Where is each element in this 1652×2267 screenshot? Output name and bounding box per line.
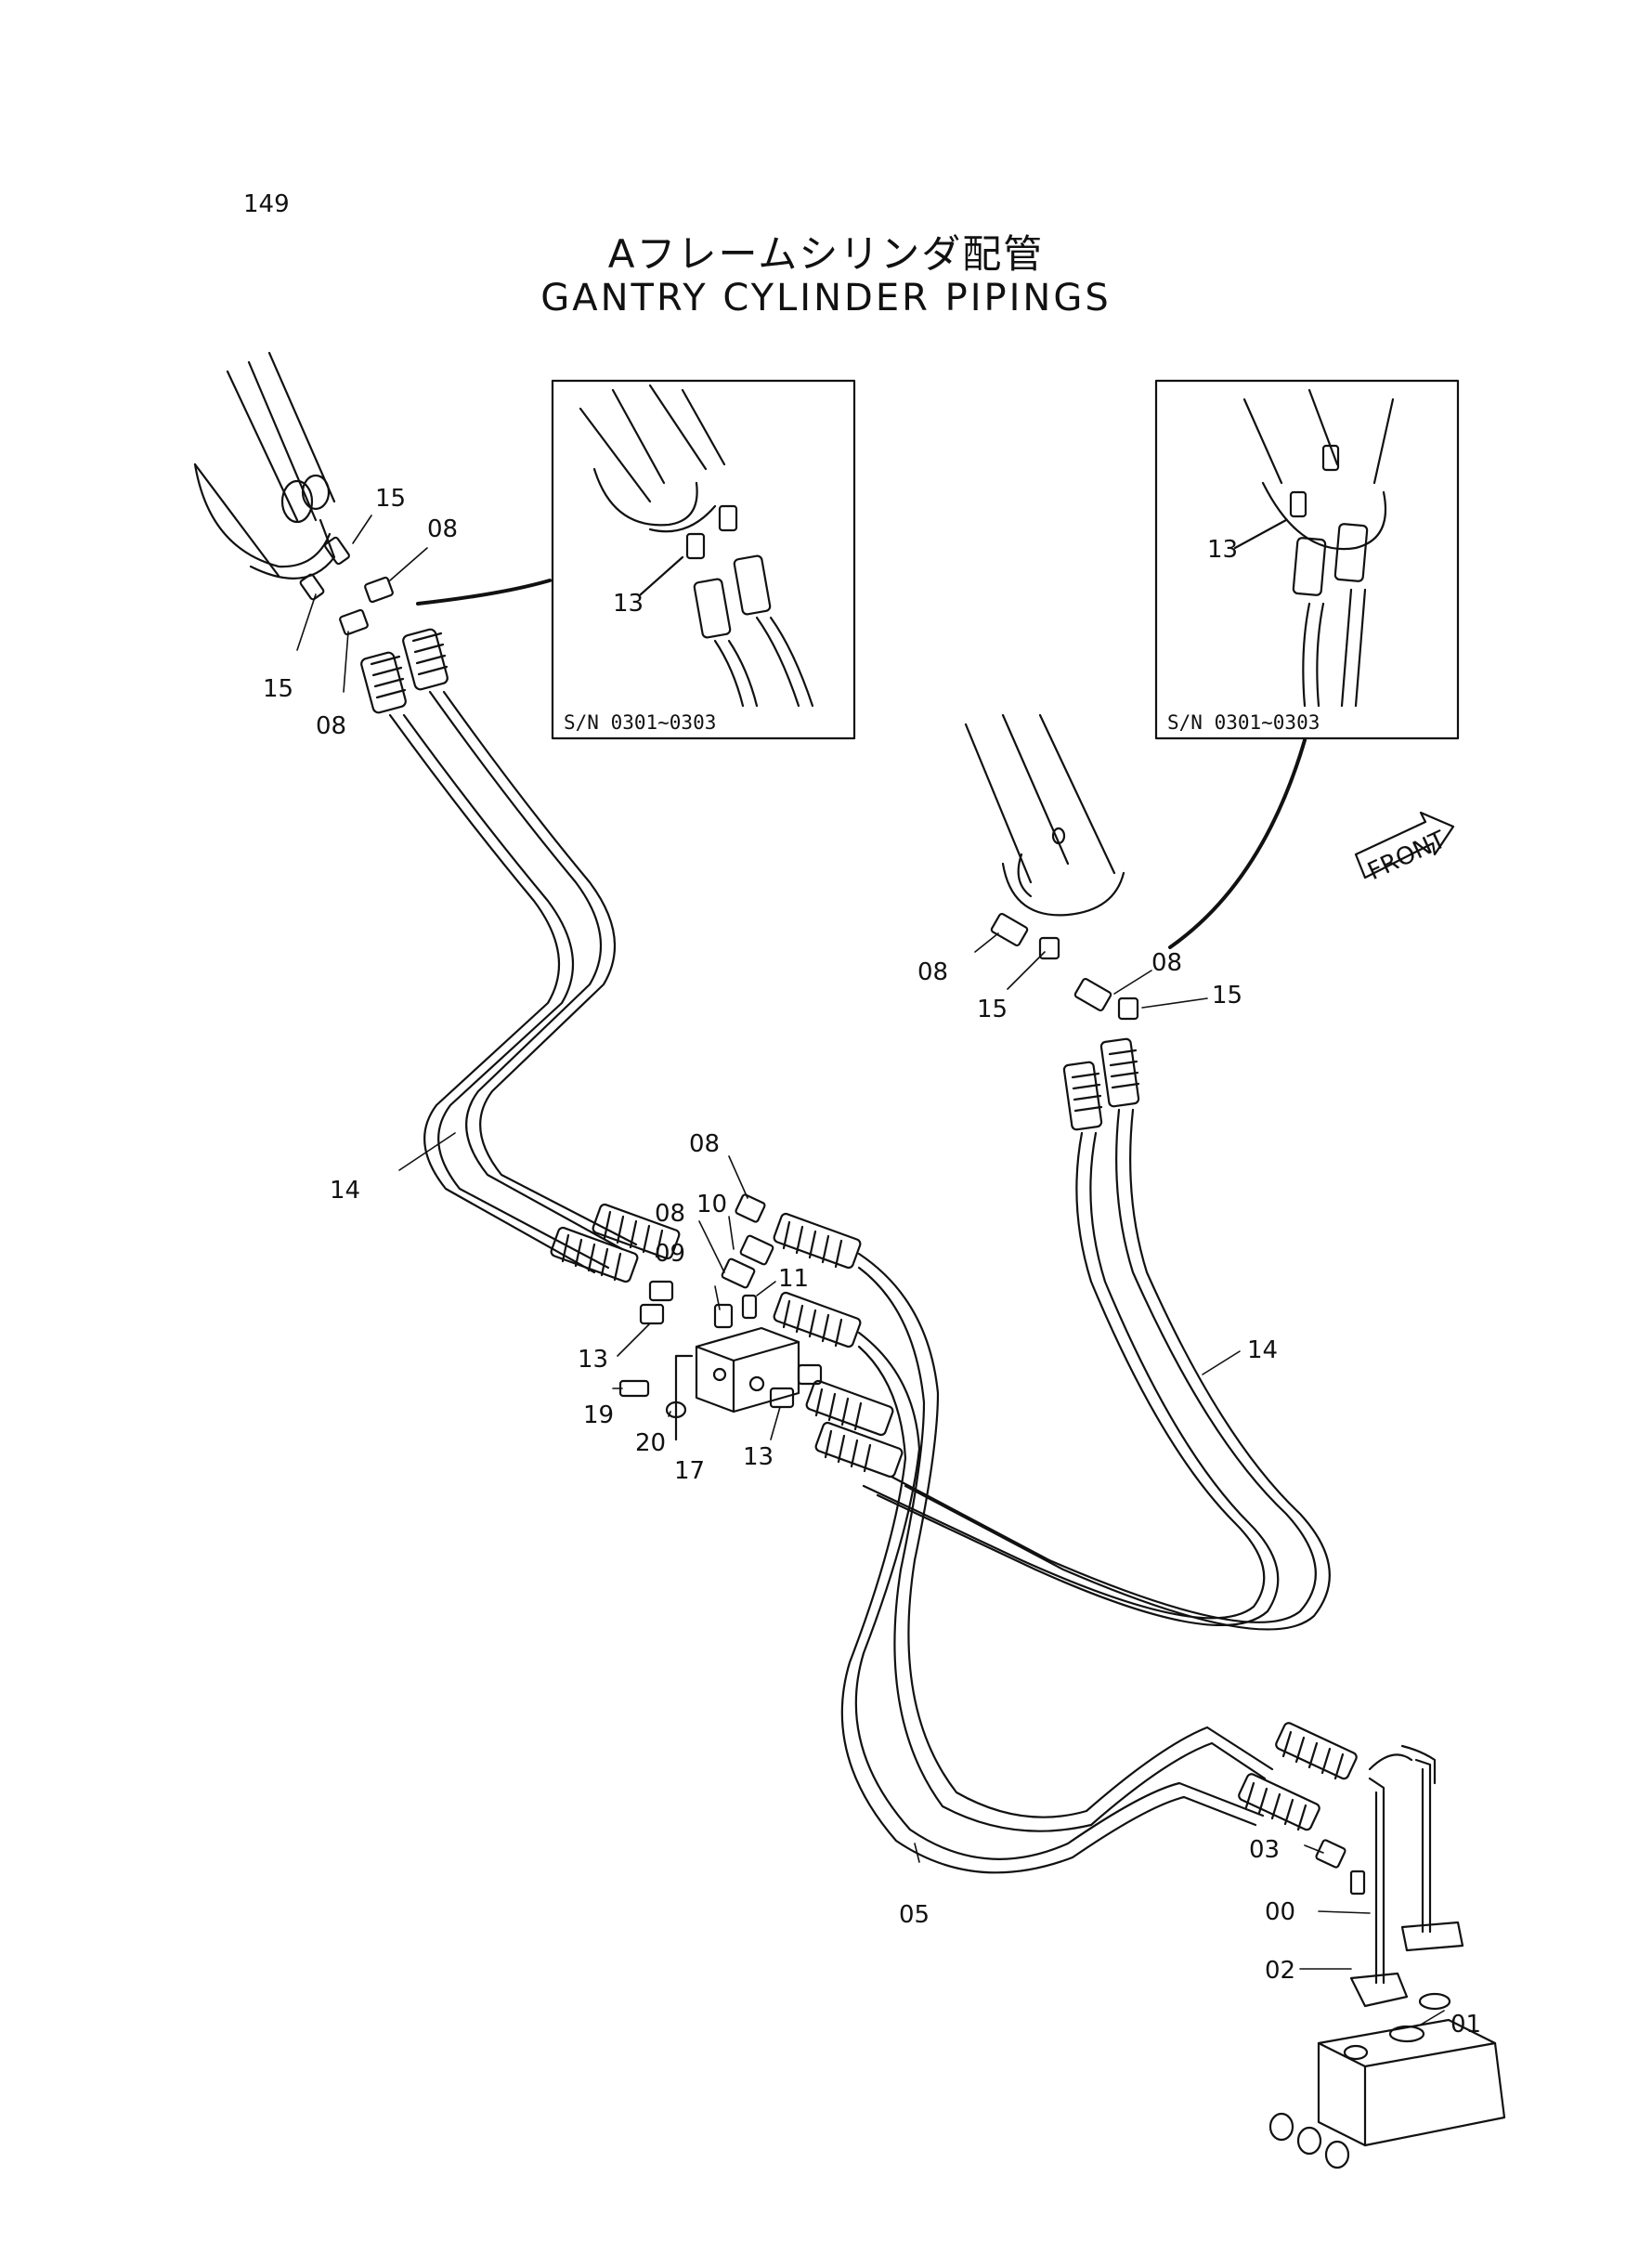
part-label-03: 03 (1249, 1836, 1280, 1864)
part-label-19: 19 (583, 1401, 614, 1429)
part-label-15-upper-left: 15 (375, 485, 406, 513)
title-english: GANTRY CYLINDER PIPINGS (540, 277, 1112, 319)
part-label-08-right-right: 08 (1151, 949, 1182, 977)
inset-left-serial: S/N 0301~0303 (564, 711, 716, 734)
left-fittings (299, 536, 394, 636)
inset-left-part-label: 13 (613, 590, 644, 618)
right-cylinder (964, 713, 1125, 917)
part-label-08-block-mid: 08 (655, 1200, 685, 1228)
part-label-08-upper-left: 08 (427, 515, 458, 543)
valve-block-17 (618, 1193, 823, 1441)
title-japanese: Aフレームシリンダ配管 (607, 231, 1045, 277)
part-label-01: 01 (1450, 2011, 1481, 2039)
part-label-00: 00 (1265, 1898, 1295, 1926)
hose-14-left (388, 690, 638, 1274)
control-valve (1268, 1992, 1506, 2169)
part-label-09: 09 (655, 1240, 685, 1268)
part-label-13-block-bottom: 13 (743, 1443, 774, 1471)
part-label-05: 05 (899, 1901, 930, 1929)
inset-right-part-label: 13 (1207, 536, 1238, 564)
inset-right: 13 S/N 0301~0303 (1154, 379, 1460, 949)
part-label-14-right: 14 (1247, 1336, 1278, 1364)
left-hose-ends (360, 628, 449, 714)
inset-right-serial: S/N 0301~0303 (1167, 711, 1320, 734)
part-label-14-left: 14 (330, 1177, 360, 1205)
left-cylinder (193, 351, 336, 580)
pipes-00 (1349, 1744, 1464, 2008)
part-label-11: 11 (778, 1265, 809, 1293)
part-label-15-right-left: 15 (977, 996, 1008, 1023)
part-label-20: 20 (635, 1429, 666, 1457)
front-label: FRONT (1363, 826, 1450, 886)
block-hose-ends-right (773, 1212, 904, 1479)
part-label-15-right-right: 15 (1212, 982, 1242, 1010)
part-label-15-lower-left: 15 (263, 675, 293, 703)
part-label-08-right-left: 08 (917, 958, 948, 986)
hose-14-right (862, 1108, 1331, 1631)
valve-hose-ends (1238, 1722, 1358, 1869)
part-label-08-lower-left: 08 (316, 712, 346, 740)
leader-lines (296, 515, 1445, 2026)
part-label-10: 10 (696, 1191, 727, 1218)
right-hose-ends (1062, 1037, 1140, 1131)
front-arrow: FRONT (1354, 811, 1455, 886)
block-hose-ends-left (550, 1203, 681, 1325)
right-fittings (990, 912, 1139, 1021)
part-label-08-block-top: 08 (689, 1130, 720, 1158)
inset-left: 13 S/N 0301~0303 (416, 379, 856, 740)
hose-05 (840, 1252, 1274, 1874)
page-number: 149 (243, 190, 290, 218)
part-label-02: 02 (1265, 1957, 1295, 1985)
part-label-17: 17 (674, 1457, 705, 1485)
part-label-13-block-left: 13 (578, 1346, 608, 1374)
